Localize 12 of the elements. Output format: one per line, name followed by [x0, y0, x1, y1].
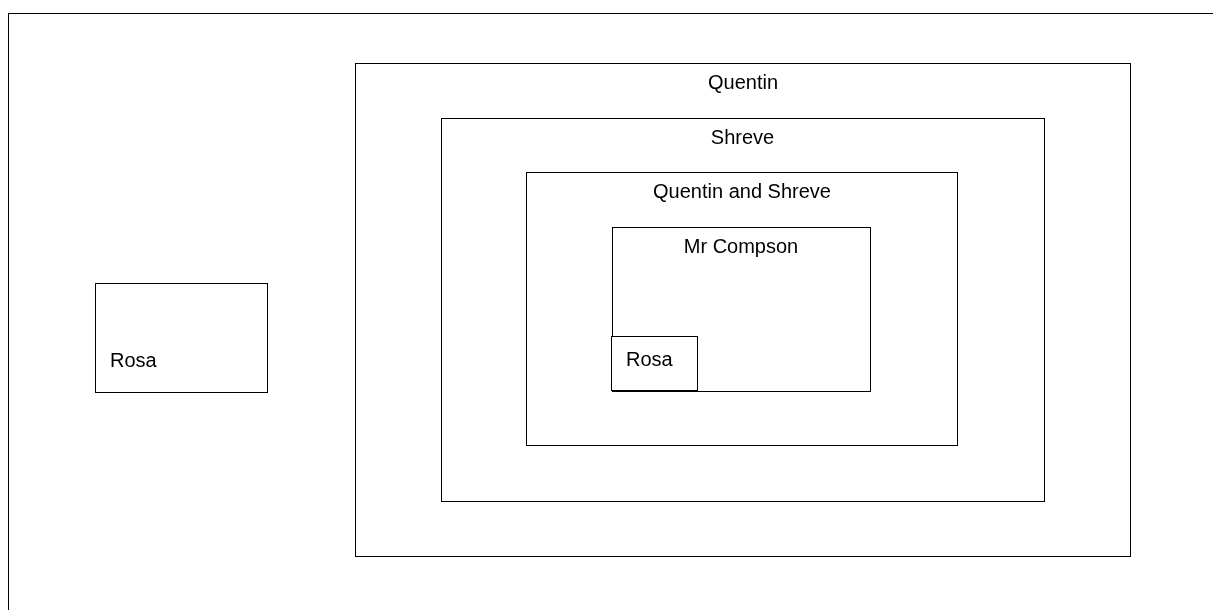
nested-box: [611, 226, 871, 392]
nested-box: [440, 117, 1045, 502]
box-title: Quentin and Shreve: [653, 179, 831, 203]
box-title: Rosa: [626, 347, 673, 371]
nested-box: [611, 336, 698, 391]
box-title: Rosa: [110, 348, 157, 372]
box-title: Quentin: [707, 70, 779, 94]
box-title: Mr Compson: [683, 233, 799, 258]
nested-box: [355, 63, 1131, 557]
box-title: Shreve: [710, 124, 775, 149]
nested-box: [95, 283, 268, 393]
nested-box: [526, 172, 958, 446]
